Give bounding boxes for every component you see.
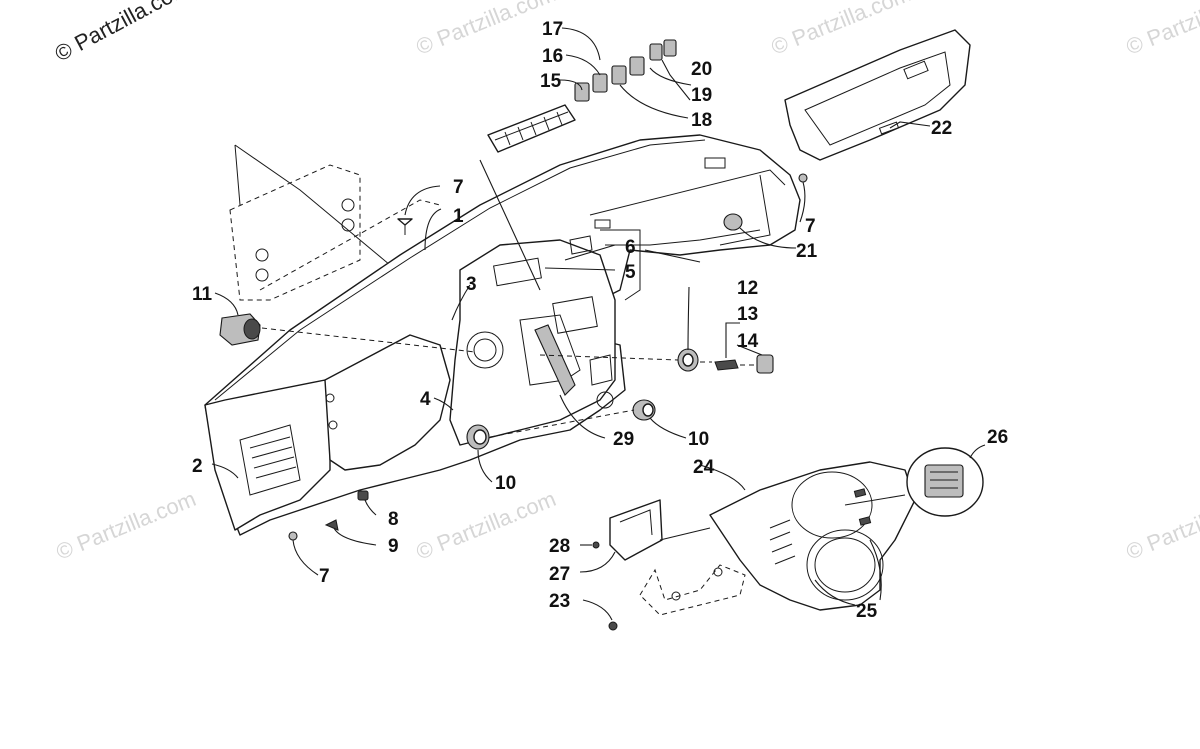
callout-10-left: 10 bbox=[495, 473, 516, 494]
callout-9: 9 bbox=[388, 536, 399, 557]
callout-13: 13 bbox=[737, 304, 758, 325]
part-19-switch bbox=[629, 56, 645, 76]
callout-27: 27 bbox=[549, 564, 570, 585]
callout-8: 8 bbox=[388, 509, 399, 530]
part-26-gauge bbox=[906, 447, 984, 517]
callout-19: 19 bbox=[691, 85, 712, 106]
lower-bezel-outline bbox=[639, 564, 746, 616]
lower-left-panel bbox=[204, 379, 331, 531]
callout-17: 17 bbox=[542, 19, 563, 40]
watermark-faint: © Partzilla.com bbox=[1123, 0, 1200, 60]
part-22-top-panel bbox=[784, 29, 971, 161]
callout-3: 3 bbox=[466, 274, 477, 295]
watermark-faint: © Partzilla.com bbox=[1123, 486, 1200, 565]
part-7-rivet-right bbox=[798, 173, 808, 183]
part-28-screw bbox=[592, 541, 600, 549]
callout-18: 18 bbox=[691, 110, 712, 131]
part-24-gauge-housing bbox=[709, 461, 916, 611]
watermark-main: © Partzilla.com bbox=[51, 0, 194, 66]
part-12-nut bbox=[677, 348, 699, 372]
callout-7-bottom: 7 bbox=[319, 566, 330, 587]
part-9-screw bbox=[324, 519, 339, 531]
part-10-plug-left bbox=[466, 424, 490, 450]
leader-lines bbox=[211, 27, 986, 621]
callout-28: 28 bbox=[549, 536, 570, 557]
callout-23: 23 bbox=[549, 591, 570, 612]
callout-15: 15 bbox=[540, 71, 562, 92]
callout-2: 2 bbox=[192, 456, 203, 477]
callout-16: 16 bbox=[542, 46, 563, 67]
part-21-grommet bbox=[723, 213, 743, 231]
callout-7-right: 7 bbox=[805, 216, 816, 237]
callout-6: 6 bbox=[625, 237, 636, 258]
callout-24: 24 bbox=[693, 457, 715, 478]
dashed-guide bbox=[489, 409, 635, 438]
part-23-screw bbox=[608, 621, 618, 631]
center-cover bbox=[324, 334, 451, 471]
callout-25: 25 bbox=[856, 601, 878, 622]
callout-4: 4 bbox=[420, 389, 431, 410]
watermark-faint: © Partzilla.com bbox=[413, 0, 560, 60]
part-13-key bbox=[714, 359, 739, 371]
part-17-switch bbox=[592, 73, 608, 93]
watermark-faint: © Partzilla.com bbox=[768, 0, 915, 60]
part-8-clip bbox=[357, 490, 369, 501]
callout-21: 21 bbox=[796, 241, 818, 262]
callout-14: 14 bbox=[737, 331, 759, 352]
part-20-switch bbox=[649, 39, 677, 61]
callout-7-top: 7 bbox=[453, 177, 464, 198]
callout-20: 20 bbox=[691, 59, 712, 80]
watermark-faint: © Partzilla.com bbox=[413, 486, 560, 565]
callout-5: 5 bbox=[625, 262, 636, 283]
center-console bbox=[449, 235, 616, 446]
part-15-switch-block bbox=[487, 104, 576, 153]
part-7-rivet-top bbox=[397, 218, 413, 235]
callout-26: 26 bbox=[987, 427, 1008, 448]
part-11-ignition bbox=[219, 313, 261, 346]
watermark-faint: © Partzilla.com bbox=[53, 486, 200, 565]
part-7-rivet-left bbox=[288, 531, 298, 541]
callout-1: 1 bbox=[453, 206, 464, 227]
callout-22: 22 bbox=[931, 118, 952, 139]
part-16-switch bbox=[574, 82, 590, 102]
part-18-switch bbox=[611, 65, 627, 85]
callout-29: 29 bbox=[613, 429, 634, 450]
frame-bracket bbox=[229, 144, 441, 301]
part-27-ring bbox=[609, 499, 663, 561]
callout-12: 12 bbox=[737, 278, 758, 299]
part-14-cap bbox=[756, 354, 774, 374]
callout-11: 11 bbox=[192, 284, 213, 305]
callout-10-right: 10 bbox=[688, 429, 709, 450]
part-10-plug-right bbox=[632, 399, 656, 421]
